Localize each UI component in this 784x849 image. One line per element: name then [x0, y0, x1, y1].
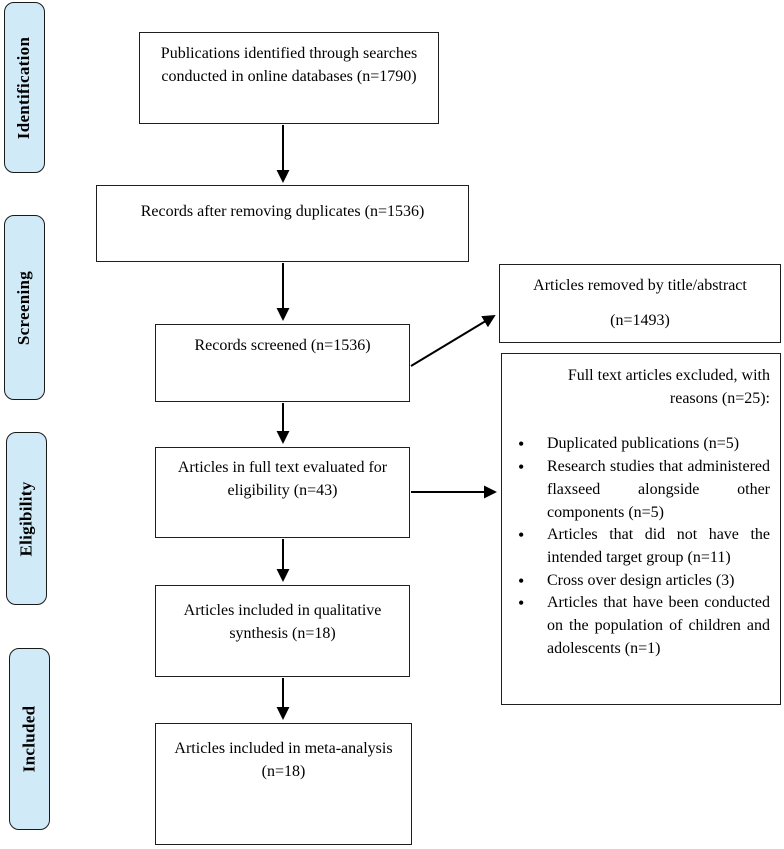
exclusion-reason-item: Research studies that administered flaxs…: [512, 455, 770, 524]
stage-eligibility-label: Eligibility: [16, 480, 36, 557]
box-fulltext-evaluated-text: Articles in full text evaluated for elig…: [177, 459, 388, 499]
stage-screening-label: Screening: [14, 270, 34, 345]
box-removed-title-abstract-line1: Articles removed by title/abstract: [533, 277, 747, 294]
box-meta-analysis-text: Articles included in meta-analysis (n=18…: [174, 740, 393, 780]
arrow-screened-to-removed: [410, 314, 496, 367]
stage-included: Included: [9, 648, 50, 830]
exclusion-reason-list: Duplicated publications (n=5) Research s…: [512, 432, 770, 660]
box-qualitative-synthesis-text: Articles included in qualitative synthes…: [183, 602, 382, 642]
stage-eligibility: Eligibility: [6, 432, 47, 605]
box-publications-identified-text: Publications identified through searches…: [160, 45, 418, 85]
box-removed-title-abstract-count: (n=1493): [610, 311, 670, 329]
stage-included-label: Included: [19, 705, 39, 773]
box-removed-title-abstract: Articles removed by title/abstract (n=14…: [499, 264, 781, 343]
box-meta-analysis: Articles included in meta-analysis (n=18…: [155, 723, 412, 845]
box-records-after-duplicates: Records after removing duplicates (n=153…: [96, 185, 469, 262]
stage-screening: Screening: [4, 215, 45, 400]
exclusion-reason-item: Cross over design articles (3): [512, 569, 770, 594]
exclusion-reason-item: Articles that have been conducted on the…: [512, 591, 770, 660]
box-publications-identified: Publications identified through searches…: [139, 32, 439, 124]
box-records-screened-text: Records screened (n=1536): [194, 337, 371, 354]
exclusion-reason-item: Articles that did not have the intended …: [512, 523, 770, 569]
box-fulltext-excluded-heading: Full text articles excluded, with reason…: [567, 367, 770, 407]
box-fulltext-excluded: Full text articles excluded, with reason…: [501, 353, 781, 705]
stage-identification-label: Identification: [14, 36, 34, 139]
stage-identification: Identification: [4, 2, 45, 173]
box-qualitative-synthesis: Articles included in qualitative synthes…: [155, 585, 410, 677]
box-fulltext-evaluated: Articles in full text evaluated for elig…: [155, 447, 410, 538]
box-records-screened: Records screened (n=1536): [155, 324, 410, 402]
box-records-after-duplicates-text: Records after removing duplicates (n=153…: [140, 203, 425, 220]
exclusion-reason-item: Duplicated publications (n=5): [512, 432, 770, 457]
